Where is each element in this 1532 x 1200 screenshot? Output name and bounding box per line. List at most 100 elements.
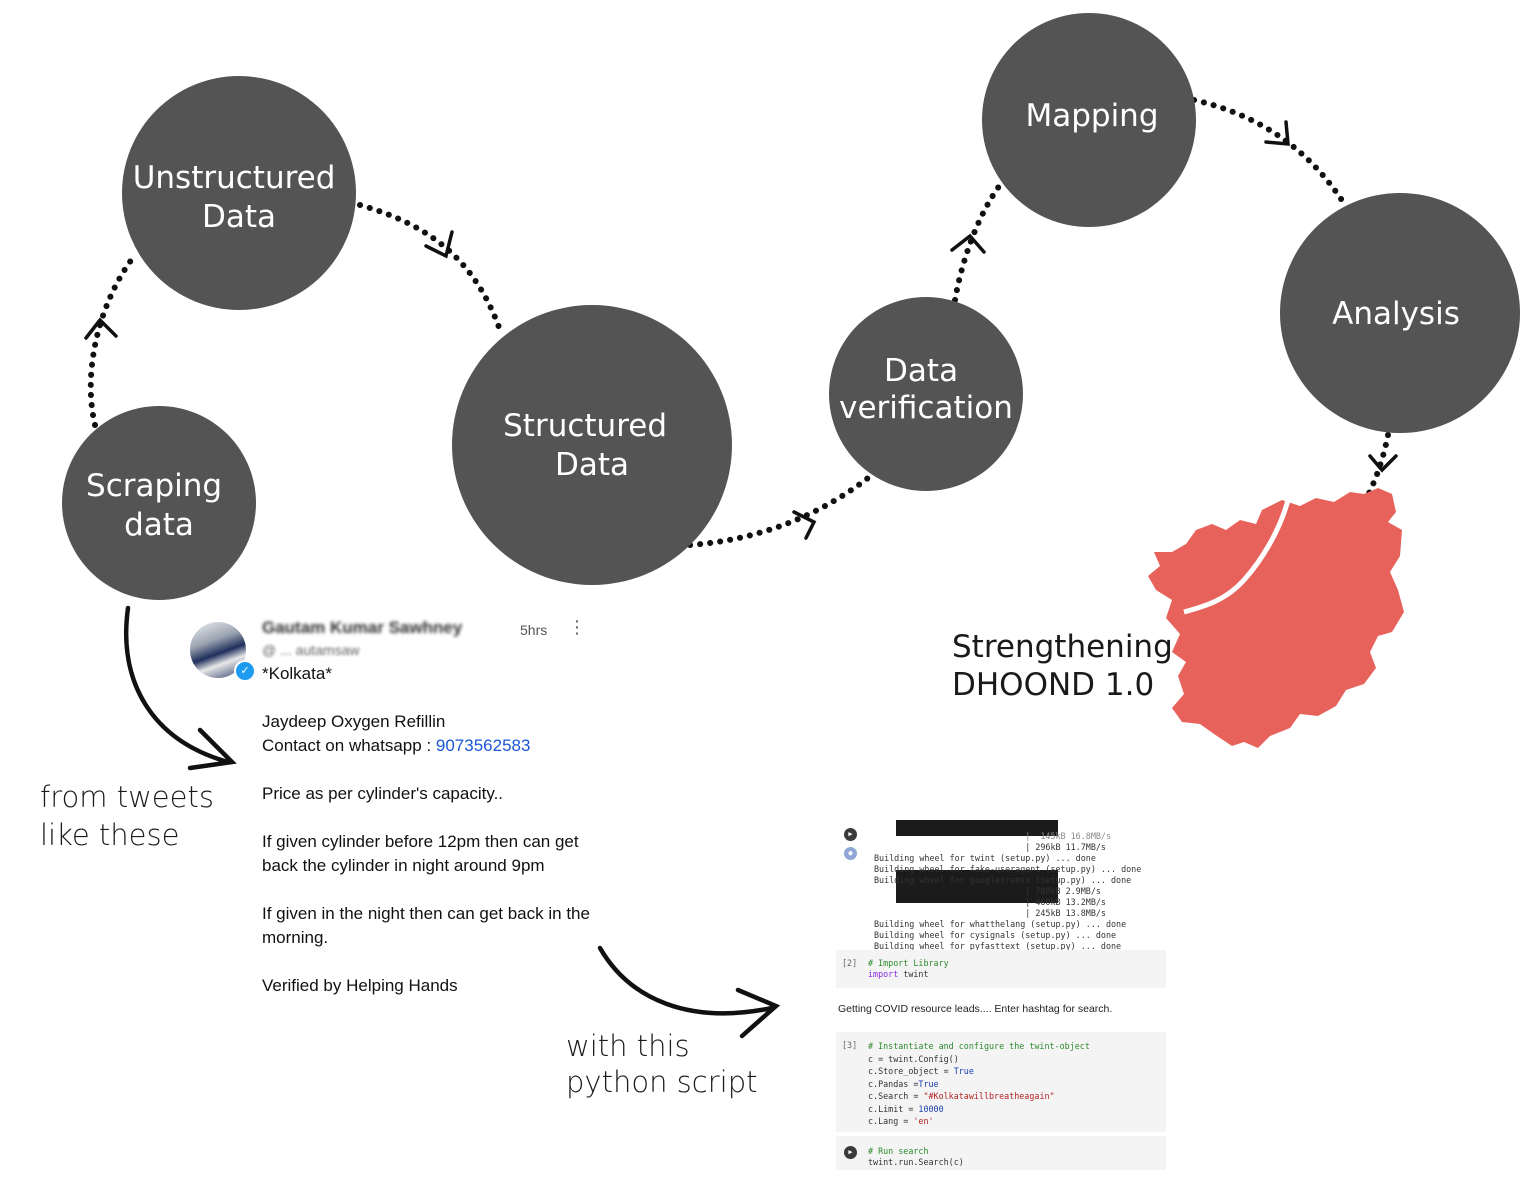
code-text: c.Lang = xyxy=(868,1116,914,1126)
output-line: | 788kB 2.9MB/s xyxy=(874,886,1101,896)
output-line: | 460kB 13.2MB/s xyxy=(874,897,1106,907)
tweet-line: Jaydeep Oxygen Refillin xyxy=(262,712,446,731)
node-label-line: Data xyxy=(884,353,958,389)
output-line: Building wheel for whatthelang (setup.py… xyxy=(874,919,1127,929)
code-text: c.Store_object = xyxy=(868,1066,954,1076)
code-cell-configure[interactable]: [3] # Instantiate and configure the twin… xyxy=(836,1032,1166,1132)
output-line: | 145kB 16.8MB/s xyxy=(874,831,1111,841)
node-analysis: Analysis xyxy=(1280,193,1520,433)
connector-mapping-to-analysis xyxy=(1191,97,1348,208)
svg-text:Scraping data: Scraping data xyxy=(86,468,232,543)
code-text: c = twint.Config() xyxy=(868,1053,959,1064)
tweet-pickup-night: If given in the night then can get back … xyxy=(262,904,590,947)
code-text: twint xyxy=(898,969,929,979)
run-cell-icon[interactable]: ▶ xyxy=(844,828,857,841)
cell-code: # Import Library import twint xyxy=(868,958,949,980)
kolkata-map xyxy=(1148,488,1404,748)
svg-text:Data verification: Data verification xyxy=(839,353,1013,426)
output-line: Building wheel for pyfasttext (setup.py)… xyxy=(874,941,1122,951)
connector-unstructured-to-structured xyxy=(357,202,503,333)
connector-structured-to-verification xyxy=(687,475,871,548)
arrowhead-5 xyxy=(1264,120,1290,146)
headline-line: DHOOND 1.0 xyxy=(952,667,1155,703)
kolkata-map-shape xyxy=(1148,488,1404,748)
code-value: True xyxy=(918,1078,939,1089)
output-line: | 296kB 11.7MB/s xyxy=(874,842,1106,852)
node-label-line: data xyxy=(124,507,194,543)
tweet-pointer-arrow xyxy=(124,605,231,765)
code-comment: # Instantiate and configure the twint-ob… xyxy=(868,1041,1090,1051)
tweet-pointer-arrowhead xyxy=(187,727,237,771)
code-text: c.Pandas = xyxy=(868,1078,919,1089)
twitter-bird-icon: ✓ xyxy=(234,660,256,682)
cell-code: # Run search twint.run.Search(c) xyxy=(868,1146,964,1168)
tweet-city: *Kolkata* xyxy=(262,664,332,683)
tweet-paragraph: Jaydeep Oxygen Refillin Contact on whats… xyxy=(262,710,592,758)
tweet-card: ✓ Gautam Kumar Sawhney @ ... autamsaw 5h… xyxy=(188,612,598,1032)
markdown-cell: Getting COVID resource leads.... Enter h… xyxy=(838,1003,1113,1015)
code-cell-import[interactable]: [2] # Import Library import twint xyxy=(836,950,1166,988)
code-string: "#Kolkatawillbreatheagain" xyxy=(923,1091,1055,1101)
arrowhead-1 xyxy=(84,317,118,340)
node-circle xyxy=(452,305,732,585)
step-nodes: Scraping data Unstructured Data Structur… xyxy=(62,13,1520,600)
output-line: Building wheel for twint (setup.py) ... … xyxy=(874,853,1096,863)
note-line: python script xyxy=(566,1065,758,1099)
node-scraping-data: Scraping data xyxy=(62,406,256,600)
run-cell-icon[interactable]: ▶ xyxy=(844,1146,857,1159)
node-label-line: verification xyxy=(839,390,1013,426)
code-comment: # Import Library xyxy=(868,958,949,968)
tweet-timestamp: 5hrs xyxy=(520,622,548,638)
svg-text:Structured Data: Structured Data xyxy=(503,408,677,483)
headline-strengthening-dhoond: Strengthening DHOOND 1.0 xyxy=(952,628,1173,704)
connector-scraping-to-unstructured xyxy=(87,252,138,428)
arrowhead-2 xyxy=(424,230,454,259)
more-options-icon[interactable]: ⋮ xyxy=(568,617,586,638)
phone-link[interactable]: 9073562583 xyxy=(435,736,531,755)
arrowhead-3 xyxy=(792,510,817,540)
tweet-author-handle: @ ... autamsaw xyxy=(262,642,360,658)
node-mapping: Mapping xyxy=(982,13,1196,227)
node-circle xyxy=(1280,193,1520,433)
code-cell-run-search[interactable]: ▶ # Run search twint.run.Search(c) xyxy=(836,1136,1166,1170)
node-unstructured-data: Unstructured Data xyxy=(122,76,356,310)
connectors xyxy=(84,97,1398,1039)
svg-text:Analysis: Analysis xyxy=(1332,296,1460,332)
code-text: twint.run.Search(c) xyxy=(868,1157,964,1167)
tweet-contact-label: Contact on whatsapp : xyxy=(262,736,436,755)
node-label-line: Data xyxy=(555,447,629,483)
node-label-line: Scraping xyxy=(86,468,222,504)
progress-bar-fill xyxy=(896,820,1058,836)
code-value: 10000 xyxy=(918,1103,944,1114)
cell-prompt: [3] xyxy=(842,1040,858,1050)
note-from-tweets: from tweets like these xyxy=(40,778,214,854)
node-label-line: Mapping xyxy=(1025,98,1158,134)
code-string: 'en' xyxy=(913,1116,934,1126)
script-pointer-arrow xyxy=(597,945,775,1016)
node-label-line: Analysis xyxy=(1332,296,1460,332)
output-line: Building wheel for googletransx (setup.p… xyxy=(874,875,1132,885)
note-line: like these xyxy=(40,818,180,852)
tweet-verified: Verified by Helping Hands xyxy=(262,976,458,995)
arrowhead-4 xyxy=(950,233,986,254)
script-pointer-arrowhead xyxy=(735,987,781,1039)
tweet-body: *Kolkata* Jaydeep Oxygen Refillin Contac… xyxy=(262,662,592,1022)
cell-code: # Instantiate and configure the twint-ob… xyxy=(868,1040,1090,1128)
note-line: with this xyxy=(566,1029,690,1063)
output-icon: ● xyxy=(844,847,857,860)
node-structured-data: Structured Data xyxy=(452,305,732,585)
code-text: c.Limit = xyxy=(868,1103,919,1114)
code-comment: # Run search xyxy=(868,1146,929,1156)
progress-bar-fill xyxy=(896,870,1058,903)
output-line: | 245kB 13.8MB/s xyxy=(874,908,1106,918)
headline-line: Strengthening xyxy=(952,629,1173,665)
node-label-line: Structured xyxy=(503,408,667,444)
arrowhead-6 xyxy=(1368,454,1398,473)
tweet-price: Price as per cylinder's capacity.. xyxy=(262,784,504,803)
tweet-pickup-day: If given cylinder before 12pm then can g… xyxy=(262,832,579,875)
cell-prompt: [2] xyxy=(842,958,858,968)
node-circle xyxy=(829,297,1023,491)
code-value: True xyxy=(953,1066,974,1076)
node-label-line: Data xyxy=(202,199,276,235)
